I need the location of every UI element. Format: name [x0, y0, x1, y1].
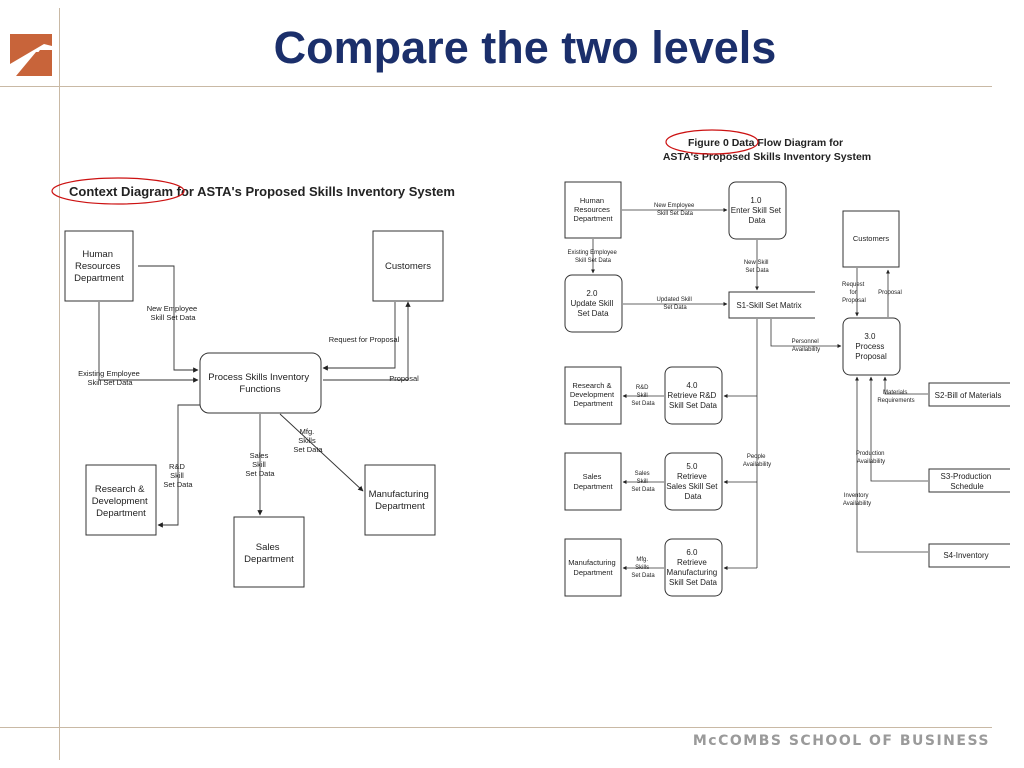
l0-flow-new-skill-label: New Skill Set Data — [744, 260, 770, 274]
ctx-flow-sales-label: Sales Skill Set Data — [245, 451, 275, 478]
level0-diagram: Figure 0 Data Flow Diagram for ASTA's Pr… — [564, 129, 1010, 597]
ctx-customers-label: Customers — [385, 261, 431, 272]
ctx-flow-rd — [157, 404, 200, 528]
level0-title-highlight — [665, 129, 759, 155]
l0-store-s1-label: S1-Skill Set Matrix — [736, 301, 801, 310]
ctx-flow-new-employee — [138, 265, 199, 373]
ctx-process — [199, 352, 322, 414]
l0-customers-entity — [842, 210, 900, 268]
l0-flow-existing-employee-label: Existing Employee Skill Set Data — [567, 250, 618, 264]
ctx-flow-existing-employee-label: Existing Employee Skill Set Data — [78, 369, 142, 387]
ctx-flow-rd-label: R&D Skill Set Data — [163, 462, 193, 489]
l0-flow-sales-label: Sales Skill Set Data — [631, 471, 655, 493]
level0-title: Figure 0 Data Flow Diagram for ASTA's Pr… — [663, 137, 871, 163]
ctx-flow-rfp-label: Request for Proposal — [329, 335, 400, 344]
ctx-hr-label: Human Resources Department — [74, 249, 124, 284]
ctx-sales-entity — [233, 516, 305, 588]
l0-store-s2-label: S2-Bill of Materials — [935, 391, 1002, 400]
ctx-rd-entity — [85, 464, 157, 536]
l0-store-s4-label: S4-Inventory — [943, 551, 988, 560]
l0-process-4 — [664, 366, 723, 425]
l0-process-6-label: 6.0 Retrieve Manufacturing Skill Set Dat… — [667, 548, 720, 587]
l0-store-s4 — [928, 543, 1010, 568]
ctx-mfg-label: Manufacturing Department — [369, 489, 432, 512]
ctx-hr-entity — [64, 230, 134, 302]
l0-process-2 — [564, 274, 623, 333]
l0-process-2-label: 2.0 Update Skill Set Data — [571, 289, 616, 318]
ctx-flow-mfg-label: Mfg. Skills Set Data — [293, 427, 323, 454]
context-title-highlight — [51, 177, 185, 205]
l0-flow-materials — [883, 376, 928, 395]
l0-flow-updated-skill-label: Updated Skill Set Data — [656, 297, 693, 311]
ctx-flow-proposal-label: Proposal — [389, 374, 419, 383]
l0-flow-inventory-label: Inventory Availability — [843, 493, 871, 507]
l0-customers-label: Customers — [853, 234, 890, 243]
l0-flow-personnel-label: Personnel Availability — [792, 339, 821, 353]
l0-process-4-label: 4.0 Retrieve R&D Skill Set Data — [667, 381, 718, 410]
l0-store-s3 — [928, 468, 1010, 493]
l0-flow-rd-label: R&D Skill Set Data — [631, 385, 655, 407]
ctx-flow-proposal — [323, 301, 411, 381]
l0-sales-entity — [564, 452, 622, 511]
l0-process-1 — [728, 181, 787, 240]
l0-store-s2 — [928, 382, 1010, 407]
l0-flow-production — [869, 376, 928, 482]
ctx-flow-new-employee-label: New Employee Skill Set Data — [147, 304, 200, 322]
l0-flow-rfp-label: Request for Proposal — [842, 282, 866, 304]
l0-mfg-label: Manufacturing Department — [568, 558, 618, 577]
context-title: Context Diagram for ASTA's Proposed Skil… — [69, 184, 455, 199]
ctx-flow-existing-employee — [98, 302, 199, 383]
l0-flow-new-employee-label: New Employee Skill Set Data — [654, 203, 696, 217]
ctx-rd-label: Research & Development Department — [92, 484, 151, 519]
vertical-rule — [59, 8, 60, 760]
footer-rule — [0, 727, 992, 728]
l0-process-5 — [664, 452, 723, 511]
l0-flow-materials-label: Materials Requirements — [877, 390, 914, 404]
l0-sales-label: Sales Department — [573, 472, 613, 491]
l0-hr-label: Human Resources Department — [573, 196, 613, 223]
slide-title: Compare the two levels — [273, 22, 777, 73]
ctx-mfg-entity — [364, 464, 436, 536]
l0-hr-entity — [564, 181, 622, 239]
l0-flow-mfg-label: Mfg. Skills Set Data — [631, 557, 655, 579]
l0-process-3 — [842, 317, 901, 376]
ctx-flow-mfg — [279, 413, 364, 492]
ctx-process-label: Process Skills Inventory Functions — [208, 372, 311, 395]
mccombs-logo-icon — [10, 34, 52, 76]
l0-flow-personnel — [770, 319, 842, 348]
l0-flow-people-label: People Availability — [743, 454, 771, 468]
l0-process-5-label: 5.0 Retrieve Sales Skill Set Data — [666, 462, 719, 501]
l0-process-1-label: 1.0 Enter Skill Set Data — [731, 196, 783, 225]
l0-flow-proposal-label: Proposal — [878, 290, 902, 296]
context-diagram: Context Diagram for ASTA's Proposed Skil… — [51, 177, 455, 588]
header-rule — [0, 86, 992, 87]
ctx-sales-label: Sales Department — [244, 542, 294, 565]
l0-process-6 — [664, 538, 723, 597]
l0-mfg-entity — [564, 538, 622, 597]
l0-store-s3-label: S3-Production Schedule — [941, 472, 994, 491]
ctx-flow-rfp — [322, 302, 396, 371]
l0-process-3-label: 3.0 Process Proposal — [855, 332, 887, 361]
ctx-customers-entity — [372, 230, 444, 302]
l0-flow-production-label: Production Availability — [856, 451, 886, 465]
footer-brand: McCOMBS SCHOOL OF BUSINESS — [692, 733, 990, 749]
l0-flow-inventory — [855, 376, 928, 553]
l0-rd-entity — [564, 366, 622, 425]
l0-rd-label: Research & Development Department — [570, 381, 616, 408]
l0-store-s1 — [728, 291, 815, 319]
